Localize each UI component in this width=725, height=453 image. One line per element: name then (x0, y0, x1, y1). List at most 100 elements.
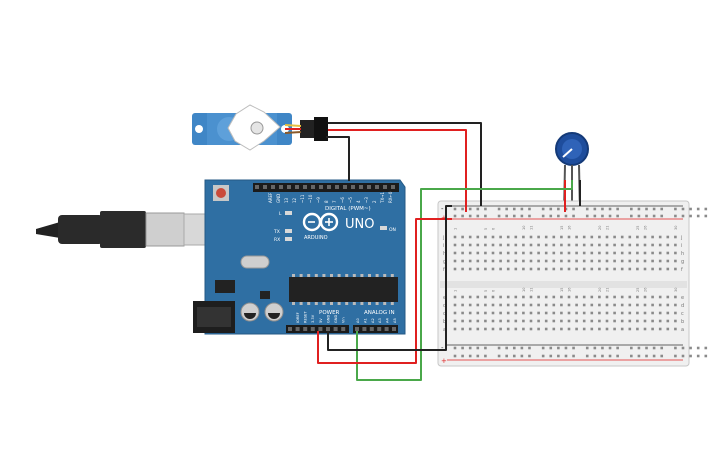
bb-hole[interactable] (453, 243, 457, 247)
bb-hole[interactable] (544, 259, 548, 263)
bb-hole[interactable] (499, 243, 502, 247)
bb-hole[interactable] (598, 311, 601, 315)
bb-hole[interactable] (484, 319, 487, 323)
bb-hole[interactable] (506, 311, 510, 315)
bb-hole[interactable] (560, 235, 563, 239)
bb-hole[interactable] (506, 235, 510, 239)
bb-hole[interactable] (476, 207, 480, 211)
bb-hole[interactable] (630, 354, 633, 358)
header-pin[interactable] (369, 327, 374, 331)
bb-hole[interactable] (658, 235, 662, 239)
header-pin[interactable] (377, 327, 382, 331)
header-pin[interactable] (362, 327, 367, 331)
bb-hole[interactable] (522, 243, 525, 247)
bb-hole[interactable] (468, 259, 472, 263)
bb-hole[interactable] (643, 311, 647, 315)
bb-hole[interactable] (557, 207, 560, 211)
header-pin[interactable] (359, 185, 363, 189)
bb-hole[interactable] (674, 311, 677, 315)
bb-hole[interactable] (522, 295, 525, 299)
bb-hole[interactable] (651, 235, 654, 239)
bb-hole[interactable] (491, 311, 495, 315)
bb-hole[interactable] (461, 214, 464, 218)
bb-hole[interactable] (704, 354, 708, 358)
bb-hole[interactable] (453, 251, 457, 255)
bb-hole[interactable] (514, 251, 518, 255)
bb-hole[interactable] (544, 295, 548, 299)
bb-hole[interactable] (620, 251, 624, 255)
bb-hole[interactable] (528, 354, 531, 358)
bb-hole[interactable] (453, 235, 457, 239)
bb-hole[interactable] (636, 295, 639, 299)
bb-hole[interactable] (541, 346, 545, 350)
header-pin[interactable] (355, 327, 359, 331)
bb-hole[interactable] (476, 251, 480, 255)
bb-hole[interactable] (628, 303, 632, 307)
bb-hole[interactable] (567, 235, 571, 239)
bb-hole[interactable] (529, 311, 533, 315)
bb-hole[interactable] (506, 303, 510, 307)
bb-hole[interactable] (537, 243, 540, 247)
bb-hole[interactable] (620, 319, 624, 323)
bb-hole[interactable] (651, 243, 654, 247)
bb-hole[interactable] (674, 251, 677, 255)
bb-hole[interactable] (506, 295, 510, 299)
header-pin[interactable] (367, 185, 371, 189)
bb-hole[interactable] (453, 259, 457, 263)
bb-hole[interactable] (585, 214, 589, 218)
bb-hole[interactable] (605, 295, 609, 299)
bb-hole[interactable] (544, 311, 548, 315)
header-pin[interactable] (318, 327, 323, 331)
header-pin[interactable] (303, 327, 308, 331)
bb-hole[interactable] (529, 295, 533, 299)
bb-hole[interactable] (497, 214, 501, 218)
bb-hole[interactable] (461, 303, 464, 307)
bb-hole[interactable] (491, 251, 495, 255)
bb-hole[interactable] (593, 354, 597, 358)
bb-hole[interactable] (537, 295, 540, 299)
bb-hole[interactable] (696, 214, 700, 218)
bb-hole[interactable] (522, 319, 525, 323)
bb-hole[interactable] (645, 207, 648, 211)
bb-hole[interactable] (499, 311, 502, 315)
bb-hole[interactable] (598, 295, 601, 299)
bb-hole[interactable] (613, 295, 616, 299)
bb-hole[interactable] (514, 235, 518, 239)
bb-hole[interactable] (582, 267, 586, 271)
bb-hole[interactable] (605, 259, 609, 263)
bb-hole[interactable] (582, 259, 586, 263)
bb-hole[interactable] (476, 311, 480, 315)
bb-hole[interactable] (461, 207, 464, 211)
bb-hole[interactable] (453, 311, 457, 315)
bb-hole[interactable] (506, 251, 510, 255)
bb-hole[interactable] (476, 235, 480, 239)
bb-hole[interactable] (666, 319, 670, 323)
bb-hole[interactable] (497, 346, 501, 350)
bb-hole[interactable] (552, 259, 556, 263)
bb-hole[interactable] (499, 235, 502, 239)
bb-hole[interactable] (575, 311, 578, 315)
bb-hole[interactable] (572, 354, 575, 358)
bb-hole[interactable] (528, 207, 531, 211)
bb-hole[interactable] (658, 267, 662, 271)
bb-hole[interactable] (575, 235, 578, 239)
bb-hole[interactable] (529, 259, 533, 263)
bb-hole[interactable] (696, 354, 700, 358)
bb-hole[interactable] (608, 214, 612, 218)
bb-hole[interactable] (643, 319, 647, 323)
bb-hole[interactable] (484, 259, 487, 263)
bb-hole[interactable] (608, 207, 612, 211)
bb-hole[interactable] (499, 327, 502, 331)
bb-hole[interactable] (643, 243, 647, 247)
bb-hole[interactable] (637, 207, 641, 211)
bb-hole[interactable] (616, 354, 619, 358)
bb-hole[interactable] (582, 235, 586, 239)
bb-hole[interactable] (613, 303, 616, 307)
bb-hole[interactable] (491, 327, 495, 331)
bb-hole[interactable] (590, 243, 594, 247)
bb-hole[interactable] (468, 251, 472, 255)
bb-hole[interactable] (681, 346, 685, 350)
bb-hole[interactable] (674, 295, 677, 299)
bb-hole[interactable] (522, 303, 525, 307)
